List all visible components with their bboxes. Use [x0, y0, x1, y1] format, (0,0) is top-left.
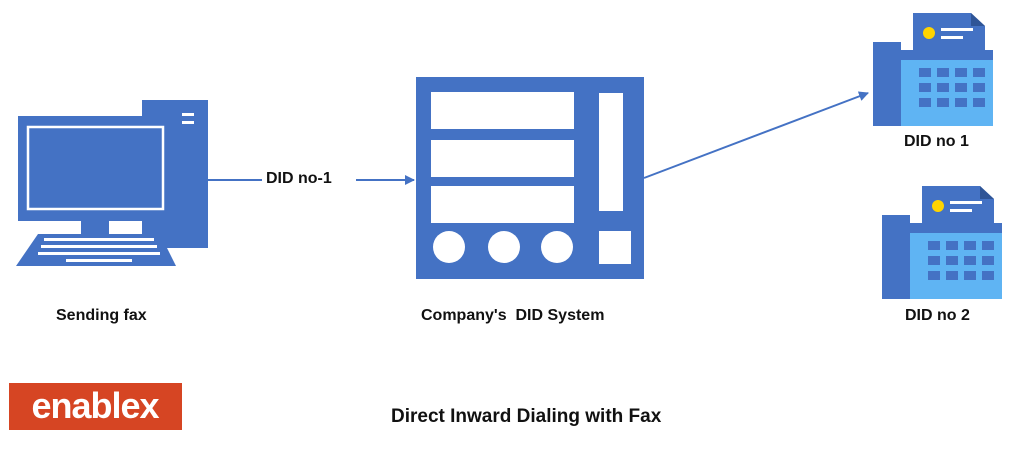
fax-machine-icon [882, 186, 1002, 299]
connector-arrow-to-fax-1 [643, 91, 869, 179]
did-system-server-icon [416, 77, 644, 279]
fax-machine-icon [873, 13, 993, 126]
diagram-caption: Direct Inward Dialing with Fax [391, 406, 662, 427]
edge-label-did-no-1: DID no-1 [266, 170, 332, 187]
desktop-computer-icon [16, 100, 208, 266]
receiver-1-label: DID no 1 [904, 133, 969, 150]
receiver-2-label: DID no 2 [905, 307, 970, 324]
svg-text:enablex: enablex [31, 385, 159, 426]
sender-label: Sending fax [56, 307, 147, 324]
enablex-logo: enablex [9, 383, 182, 430]
system-label: Company's DID System [421, 307, 605, 324]
